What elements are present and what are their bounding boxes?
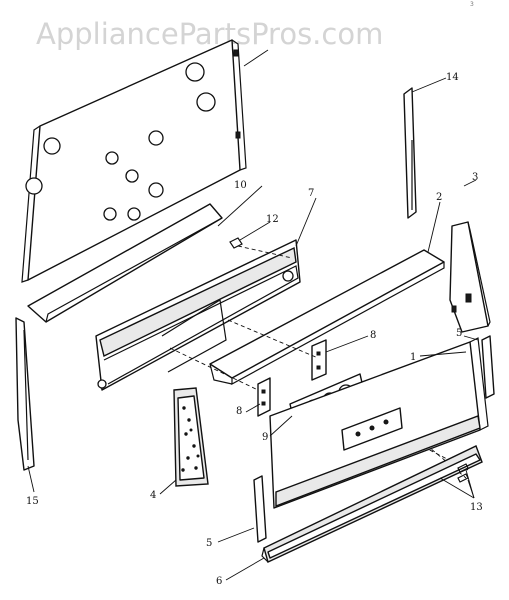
- callout-7: 7: [308, 188, 314, 199]
- callout-15: 15: [26, 496, 39, 507]
- callout-5-right: 5: [456, 328, 462, 339]
- top-rail: [209, 249, 445, 386]
- callout-12: 12: [266, 214, 279, 225]
- backguard-front-panel: [269, 337, 489, 509]
- callout-9: 9: [262, 432, 268, 443]
- callout-14: 14: [446, 72, 459, 83]
- bracket-upper: [311, 339, 327, 381]
- right-end-cap: [449, 221, 491, 333]
- callout-13: 13: [470, 502, 483, 513]
- callout-6: 6: [216, 576, 222, 587]
- lower-trim-strip: [261, 445, 483, 563]
- clip: [229, 237, 243, 249]
- backguard-frame: [95, 239, 301, 391]
- callout-8-lower: 8: [236, 406, 242, 417]
- callout-3: 3: [472, 172, 478, 183]
- small-strip-right: [481, 335, 495, 399]
- callout-2: 2: [436, 192, 442, 203]
- corner-mark: 3: [470, 1, 474, 8]
- small-strip-left: [253, 475, 267, 543]
- watermark-text: AppliancePartsPros.com: [36, 17, 383, 51]
- callout-10: 10: [234, 180, 247, 191]
- side-trim-left: [15, 317, 35, 471]
- top-trim-strip: [27, 203, 223, 323]
- side-trim-right: [403, 87, 417, 219]
- callout-8-upper: 8: [370, 330, 376, 341]
- callout-4: 4: [150, 490, 156, 501]
- callout-labels: 10 12 7 2 3 14 8 8 9 1 5 4 5 6 13 15: [26, 72, 483, 587]
- callout-5-left: 5: [206, 538, 212, 549]
- callout-1: 1: [410, 352, 416, 363]
- leader-lines: [27, 49, 479, 581]
- back-panel: [21, 39, 247, 283]
- bracket-lower: [257, 377, 271, 417]
- end-cap-speckled: [173, 387, 209, 487]
